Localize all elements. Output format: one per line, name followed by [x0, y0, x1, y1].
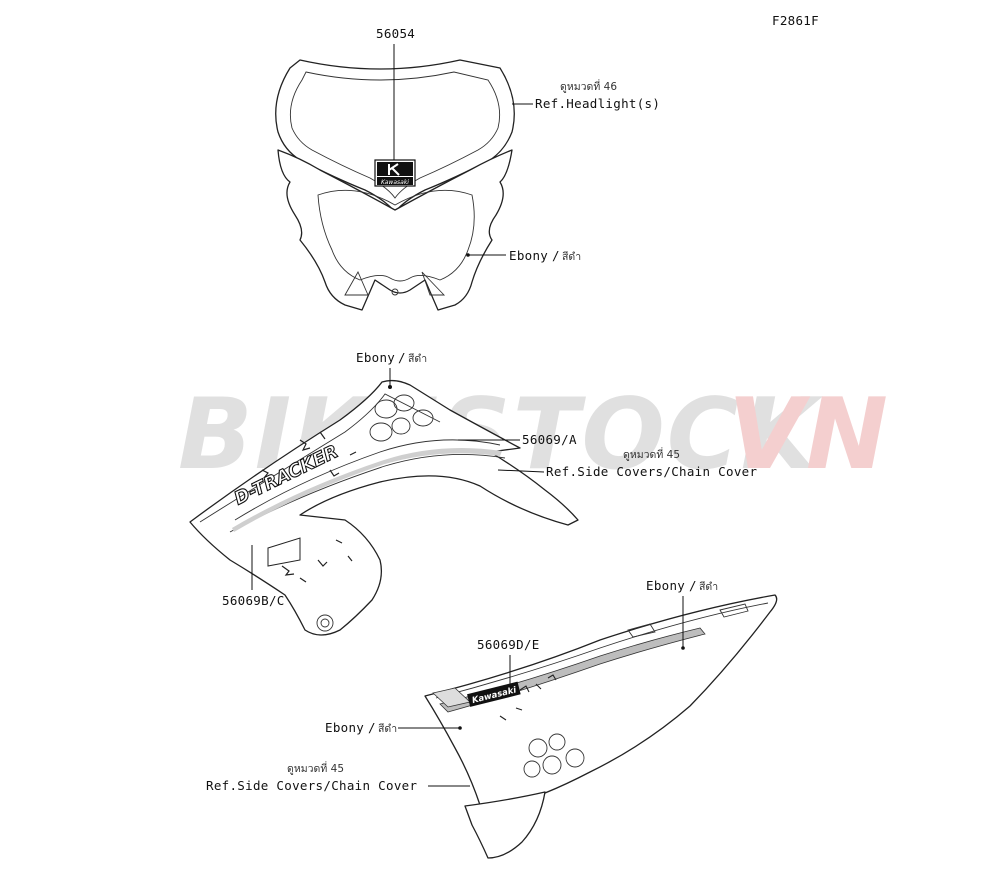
shroud-ref-thai: ดูหมวดที่ 45 [623, 447, 680, 461]
cowl-window [317, 189, 475, 282]
cowl-notch-right [421, 271, 446, 296]
shroud-hole-2 [393, 394, 415, 412]
cowl-notch-left [344, 270, 369, 296]
headlight-ref-label: Ref.Headlight(s) [535, 96, 660, 111]
kawasaki-emblem: Kawasaki [374, 159, 416, 187]
shroud-part-number-bc: 56069B/C [222, 593, 285, 608]
leader-dot-left [458, 726, 462, 730]
headlight-color-slash: / [552, 248, 560, 263]
side-cover-notch-1 [627, 623, 656, 638]
side-cover-color-thai-left: สีดำ [378, 722, 397, 735]
side-cover-part-number-de: 56069D/E [477, 637, 540, 652]
cowl-bolt [391, 288, 399, 296]
watermark-text-accent: VN [728, 378, 890, 492]
side-cover: Kawasaki [424, 594, 778, 859]
shroud-color-thai: สีดำ [408, 352, 427, 365]
shroud-hole-5 [412, 409, 434, 427]
figure-code: F2861F [772, 13, 819, 28]
side-cover-hole-5 [565, 748, 585, 768]
shroud-color-slash: / [398, 350, 406, 365]
headlight-color-label: Ebony [509, 248, 548, 263]
emblem-text: Kawasaki [381, 179, 409, 186]
side-cover-hole-2 [548, 733, 566, 751]
headlight-part-number: 56054 [376, 26, 415, 41]
shroud-outline [189, 379, 579, 636]
headlight-ref-thai: ดูหมวดที่ 46 [560, 79, 617, 93]
shroud-ref-label: Ref.Side Covers/Chain Cover [546, 464, 757, 479]
side-cover-hole-3 [523, 760, 541, 778]
headlight-cowl: Kawasaki [275, 59, 515, 311]
side-cover-color-label-top: Ebony [646, 578, 685, 593]
shroud-hole-3 [369, 422, 393, 442]
side-cover-top-edge [435, 602, 769, 699]
leader-dot-top [681, 646, 685, 650]
shroud-part-number-a: 56069/A [522, 432, 577, 447]
side-cover-outline [424, 594, 778, 809]
shroud-splatter [261, 431, 357, 583]
shroud-hole-4 [391, 417, 411, 435]
side-cover-notch-2 [719, 603, 749, 618]
side-cover-color-label-left: Ebony [325, 720, 364, 735]
side-cover-lower-tab [464, 791, 546, 859]
side-cover-hole-1 [528, 738, 548, 758]
headlight-color-thai: สีดำ [562, 250, 581, 263]
shroud-grommet-inner [320, 618, 330, 628]
side-cover-color-slash-left: / [368, 720, 376, 735]
side-cover-ref-label: Ref.Side Covers/Chain Cover [206, 778, 417, 793]
side-cover-hole-4 [542, 755, 562, 775]
side-cover-color-slash-top: / [689, 578, 697, 593]
side-cover-color-thai-top: สีดำ [699, 580, 718, 593]
shroud-number-box [267, 537, 301, 567]
headlight-outline [275, 59, 515, 213]
cowl-panel [277, 149, 513, 311]
shroud-color-label: Ebony [356, 350, 395, 365]
shroud-dot [388, 385, 392, 389]
side-cover-splatter [499, 674, 557, 721]
shroud-grommet-outer [316, 614, 334, 632]
leader-shroud-ref [497, 469, 545, 473]
side-cover-ref-thai: ดูหมวดที่ 45 [287, 761, 344, 775]
leader-dot [466, 253, 470, 257]
